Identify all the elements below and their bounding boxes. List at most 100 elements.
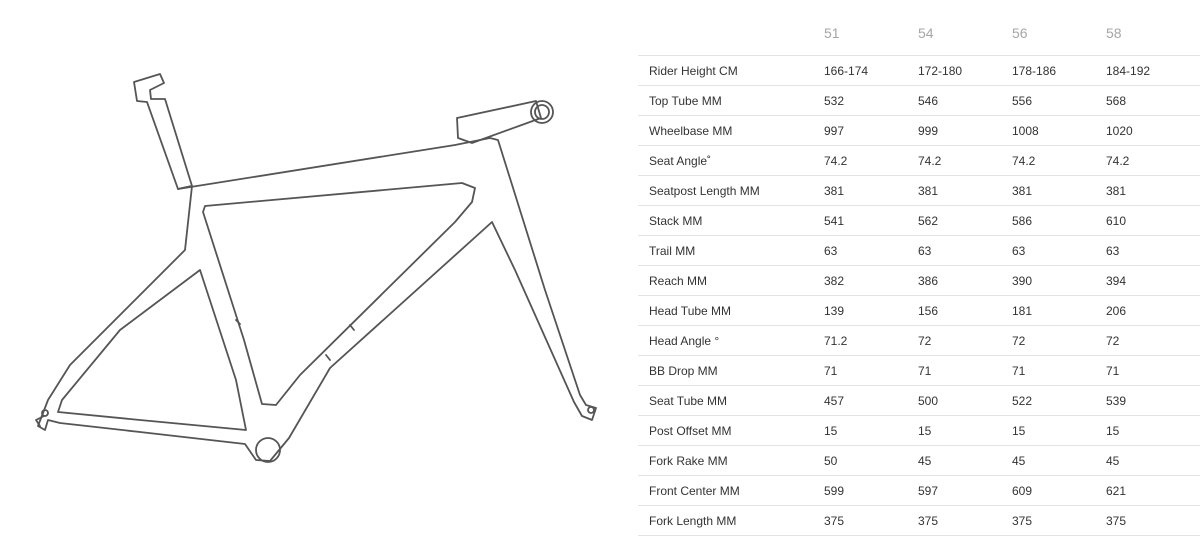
cell-value: 45 [918,445,1012,476]
cell-value: 71.2 [824,325,918,356]
cell-value: 74.2 [1012,145,1106,176]
row-label: Seat Angle˚ [638,145,824,176]
cell-value: 15 [918,415,1012,446]
size-header: 58 [1106,11,1200,56]
row-label: Stack MM [638,205,824,236]
size-header: 54 [918,11,1012,56]
row-label: Fork Length MM [638,505,824,536]
cell-value: 1008 [1012,115,1106,146]
row-label: Post Offset MM [638,415,824,446]
rear-dropout [35,415,45,427]
cell-value: 63 [1012,235,1106,266]
cell-value: 621 [1106,475,1200,506]
cell-value: 390 [1012,265,1106,296]
row-label: Head Angle ° [638,325,824,356]
cell-value: 72 [1012,325,1106,356]
row-label: Top Tube MM [638,85,824,116]
cell-value: 546 [918,85,1012,116]
cell-value: 382 [824,265,918,296]
cell-value: 609 [1012,475,1106,506]
cell-value: 381 [1012,175,1106,206]
cable-port-1 [235,319,241,325]
cell-value: 997 [824,115,918,146]
cell-value: 15 [1106,415,1200,446]
row-label: BB Drop MM [638,355,824,386]
cell-value: 375 [918,505,1012,536]
frame-inner-rear-triangle [57,269,247,431]
row-label: Trail MM [638,235,824,266]
cell-value: 74.2 [918,145,1012,176]
cell-value: 156 [918,295,1012,326]
size-header-row: 51 54 56 58 [638,11,1200,56]
cell-value: 50 [824,445,918,476]
cell-value: 568 [1106,85,1200,116]
cell-value: 381 [1106,175,1200,206]
cell-value: 72 [1106,325,1200,356]
bike-frame-illustration [35,73,597,463]
row-label: Fork Rake MM [638,445,824,476]
cell-value: 45 [1106,445,1200,476]
cell-value: 381 [918,175,1012,206]
cell-value: 15 [1012,415,1106,446]
cell-value: 45 [1012,445,1106,476]
cell-value: 556 [1012,85,1106,116]
cell-value: 166-174 [824,55,918,86]
seatpost-outline [133,73,193,190]
cell-value: 72 [918,325,1012,356]
frame-inner-triangle [202,182,476,406]
cell-value: 71 [1106,355,1200,386]
cell-value: 522 [1012,385,1106,416]
cell-value: 375 [1106,505,1200,536]
bottom-bracket [255,437,281,463]
cell-value: 74.2 [824,145,918,176]
handlebar-clamp [530,100,554,124]
cell-value: 375 [824,505,918,536]
row-label: Front Center MM [638,475,824,506]
row-label: Reach MM [638,265,824,296]
cell-value: 599 [824,475,918,506]
cell-value: 178-186 [1012,55,1106,86]
cell-value: 184-192 [1106,55,1200,86]
cable-port-3 [349,324,355,331]
cell-value: 63 [918,235,1012,266]
stem-outline [456,100,542,144]
frame-outer-outline [37,137,597,462]
cell-value: 381 [824,175,918,206]
cell-value: 15 [824,415,918,446]
cell-value: 500 [918,385,1012,416]
cell-value: 181 [1012,295,1106,326]
cell-value: 375 [1012,505,1106,536]
cell-value: 597 [918,475,1012,506]
cell-value: 71 [918,355,1012,386]
cell-value: 386 [918,265,1012,296]
cell-value: 71 [1012,355,1106,386]
cell-value: 74.2 [1106,145,1200,176]
cell-value: 532 [824,85,918,116]
row-label: Seat Tube MM [638,385,824,416]
size-header: 56 [1012,11,1106,56]
cell-value: 586 [1012,205,1106,236]
cell-value: 562 [918,205,1012,236]
cable-port-2 [325,354,331,361]
cell-value: 139 [824,295,918,326]
row-label: Head Tube MM [638,295,824,326]
cell-value: 999 [918,115,1012,146]
cell-value: 206 [1106,295,1200,326]
header-blank [638,11,824,56]
